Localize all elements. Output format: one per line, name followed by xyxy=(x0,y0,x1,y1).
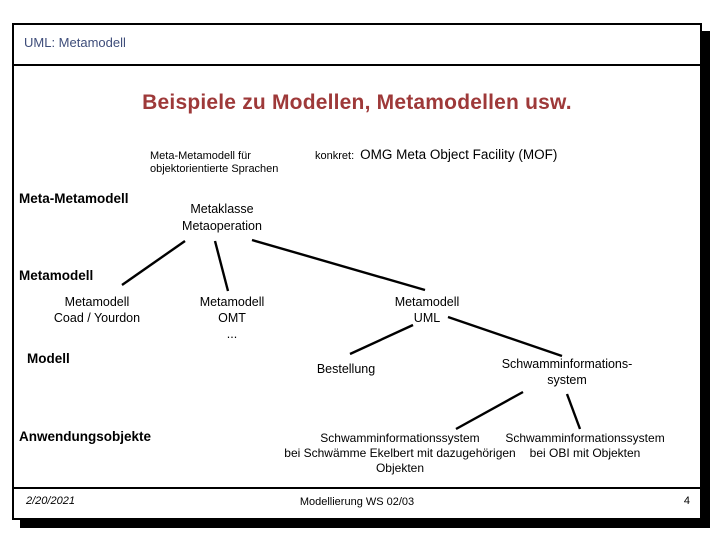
level-label-metamodell: Metamodell xyxy=(19,268,94,283)
connector-schwammsystem-obi xyxy=(565,393,582,430)
node-line: bei OBI mit Objekten xyxy=(529,446,641,460)
node-line: UML xyxy=(413,311,441,325)
node-metamodell-coad-yourdon: Metamodell Coad / Yourdon xyxy=(54,294,140,326)
konkret-value: OMG Meta Object Facility (MOF) xyxy=(360,147,558,162)
connector-schwammsystem-ekelbert xyxy=(455,390,524,431)
node-metamodell-omt: Metamodell OMT ... xyxy=(200,294,265,342)
node-schwamm-ekelbert: Schwamminformationssystem bei Schwämme E… xyxy=(284,431,515,476)
intro-konkret-block: konkret: OMG Meta Object Facility (MOF) xyxy=(315,147,557,162)
node-metamodell-uml: Metamodell UML xyxy=(395,294,460,326)
connector-metaklasse-uml xyxy=(251,238,426,292)
node-line: Bestellung xyxy=(316,362,376,376)
node-schwamm-obi: Schwamminformationssystem bei OBI mit Ob… xyxy=(505,431,664,461)
node-line: Coad / Yourdon xyxy=(53,311,141,325)
connector-metaklasse-omt xyxy=(213,240,230,292)
slide-header-label: UML: Metamodell xyxy=(24,35,126,50)
intro-left-block: Meta-Metamodell für objektorientierte Sp… xyxy=(150,150,278,176)
node-line: system xyxy=(547,373,587,387)
footer-course-label: Modellierung WS 02/03 xyxy=(299,496,415,508)
slide-inner: UML: Metamodell Beispiele zu Modellen, M… xyxy=(14,25,700,518)
node-line: Objekten xyxy=(375,461,425,475)
node-line: Metamodell xyxy=(64,295,130,309)
slide-title: Beispiele zu Modellen, Metamodellen usw. xyxy=(142,91,572,114)
level-label-meta-metamodell: Meta-Metamodell xyxy=(19,191,129,206)
node-metaklasse: Metaklasse Metaoperation xyxy=(182,201,262,235)
level-label-modell: Modell xyxy=(27,351,70,366)
footer-date: 2/20/2021 xyxy=(26,495,75,507)
node-line: OMT xyxy=(218,311,246,325)
node-line: Schwamminformationssystem xyxy=(320,431,480,445)
connector-metaklasse-coad xyxy=(121,240,186,286)
node-line: ... xyxy=(226,327,238,341)
node-line: Schwamminformations- xyxy=(501,357,633,371)
konkret-label: konkret: xyxy=(315,150,355,162)
connector-uml-bestellung xyxy=(349,323,414,356)
node-line: Schwamminformationssystem xyxy=(505,431,665,445)
node-line: Metamodell xyxy=(199,295,265,309)
node-schwamminformationssystem: Schwamminformations- system xyxy=(502,356,633,388)
intro-left-line: objektorientierte Sprachen xyxy=(150,163,279,175)
node-line: Metamodell xyxy=(394,295,460,309)
node-bestellung: Bestellung xyxy=(317,361,375,377)
level-label-anwendungsobjekte: Anwendungsobjekte xyxy=(19,429,152,444)
node-line: bei Schwämme Ekelbert mit dazugehörigen xyxy=(284,446,516,460)
footer-page-number: 4 xyxy=(683,495,690,507)
node-line: Metaoperation xyxy=(182,219,262,233)
intro-left-line: Meta-Metamodell für xyxy=(150,150,251,162)
slide-header: UML: Metamodell xyxy=(14,25,700,66)
slide: UML: Metamodell Beispiele zu Modellen, M… xyxy=(12,23,702,520)
connector-uml-schwammsystem xyxy=(447,315,563,358)
footer-divider xyxy=(14,487,700,489)
node-line: Metaklasse xyxy=(190,202,254,216)
